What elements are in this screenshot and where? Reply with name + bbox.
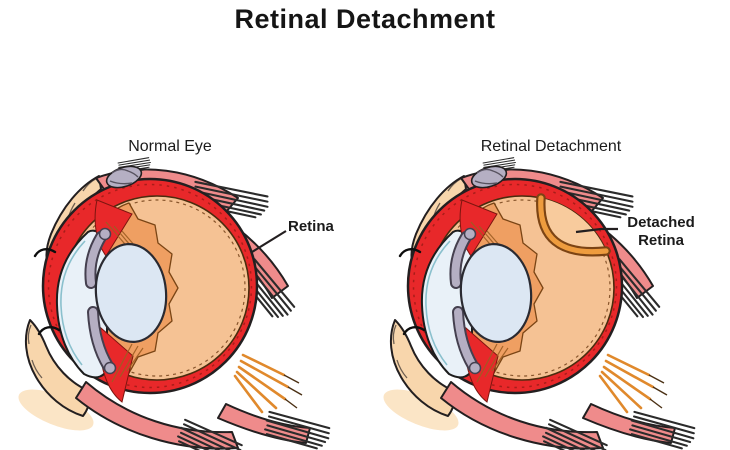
- detached-retina-band: [538, 195, 609, 255]
- annotation-detached-retina: Detached Retina: [627, 214, 695, 249]
- panel-label-normal-eye: Normal Eye: [128, 138, 212, 155]
- diagram-title: Retinal Detachment: [234, 4, 496, 34]
- leader-line-detached-retina: [575, 227, 618, 234]
- leader-line-retina: [251, 230, 287, 253]
- detached-eye-illustration: [378, 158, 696, 450]
- annotation-retina: Retina: [288, 218, 334, 235]
- panel-label-retinal-detachment: Retinal Detachment: [480, 138, 622, 155]
- normal-eye-illustration: [13, 158, 331, 450]
